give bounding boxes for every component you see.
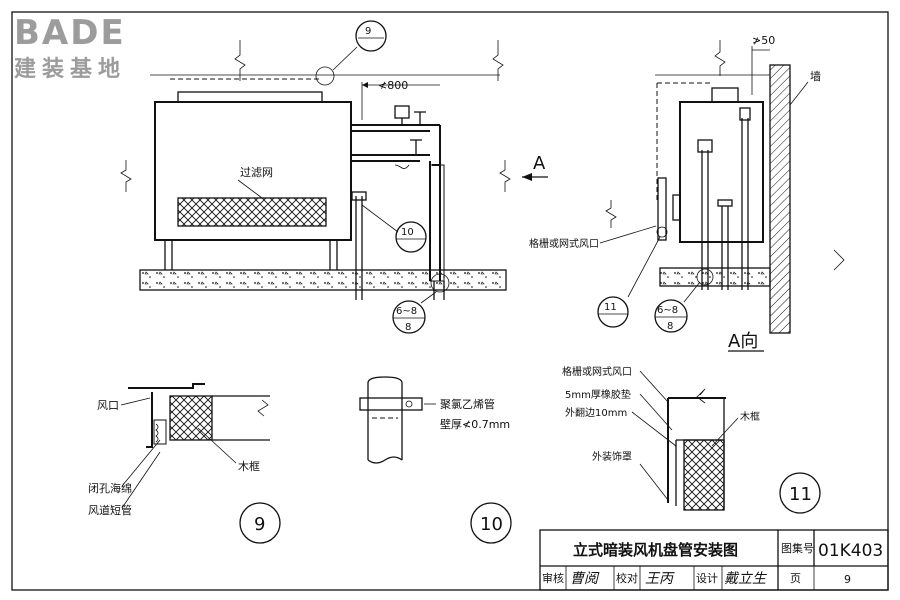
fan-coil-unit [154,101,352,241]
detail-10-circle [470,502,512,544]
wall-thickness-label: 壁厚≮0.7mm [440,417,510,431]
valve-handle-icon [414,111,426,124]
flange-label: 外翻边10mm [565,407,627,419]
pipe-clamp [359,397,423,411]
break-symbol-icon [605,200,617,228]
dim-50: ≯50 [752,34,775,47]
detail-9-number: 9 [254,514,265,535]
grille-label: 格栅或网式风口 [529,237,599,250]
filter-label: 过滤网 [240,166,273,179]
detail-10: 聚氯乙烯管 壁厚≮0.7mm 10 [359,376,512,544]
unit-top-collar [177,91,323,103]
callout-11: 11 [604,302,617,313]
floor-slab-side [659,267,771,287]
bade-logo: BADE 建装基地 [14,13,126,82]
callout-6-8-side-bottom: 8 [667,321,673,332]
valve-actuator [394,105,410,119]
title-block: 立式暗装风机盘管安装图 图集号 01K403 审核 曹阅 校对 王丙 设计 戴立… [539,529,889,591]
grille-label-11: 格栅或网式风口 [562,365,632,378]
drawing-frame [11,11,889,591]
side-view: 墙 ≯50 格栅或网式风口 11 6~8 [529,34,845,352]
rubber-pad-label: 5mm厚橡胶垫 [565,388,631,401]
callout-6-8-circle [392,300,426,334]
callout-9: 9 [365,26,371,37]
detail-11-circle [779,472,821,514]
review-signature: 曹阅 [570,571,600,587]
duct-label: 风道短管 [88,503,132,517]
detail-10-number: 10 [480,514,503,535]
break-symbol-icon [499,160,511,192]
filter-mesh [177,197,327,227]
logo-brand: BADE [14,13,126,53]
view-a-label: A向 [728,331,758,352]
break-symbol-icon [120,160,132,192]
wood-frame-label-9: 木框 [238,460,260,473]
callout-10-circle [395,221,427,253]
design-signature: 戴立生 [724,571,767,587]
drawing-title: 立式暗装风机盘管安装图 [573,541,738,559]
break-symbol-icon [714,40,726,76]
logo-chinese: 建装基地 [14,57,126,82]
callout-6-8-top: 6~8 [396,306,417,317]
callout-9-circle [355,20,387,52]
wood-frame-label-11: 木框 [740,410,760,423]
side-grille [657,177,667,241]
check-signature: 王丙 [645,571,675,587]
section-arrow-label: A [533,153,546,174]
break-symbol-icon [234,40,246,81]
dim-800: ≮800 [378,79,408,92]
detail-11: 格栅或网式风口 5mm厚橡胶垫 外翻边10mm 木框 外装饰罩 11 [562,365,821,514]
detail-9-circle [239,502,281,544]
wall-label: 墙 [810,69,821,83]
wood-frame-9 [169,395,213,441]
pvc-pipe-label: 聚氯乙烯管 [440,397,495,411]
atlas-label: 图集号 [781,541,814,555]
detail-9: 风口 木框 闭孔海绵 风道短管 9 [88,383,281,544]
valve-handle-icon [410,139,422,154]
design-label: 设计 [696,572,718,585]
page-number: 9 [844,573,851,586]
page-label: 页 [790,572,801,585]
atlas-code: 01K403 [818,541,883,561]
floor-slab [139,269,507,291]
foam-label: 闭孔海绵 [88,481,132,495]
review-label: 审核 [542,571,564,585]
air-outlet-label-9: 风口 [97,399,119,412]
callout-6-8-side-top: 6~8 [657,305,678,316]
cover-label: 外装饰罩 [592,450,632,463]
check-label: 校对 [616,571,638,585]
detail-11-number: 11 [789,484,812,505]
foam-strip [153,419,167,445]
callout-6-8-side-circle [654,299,688,333]
callout-11-circle [597,296,629,328]
front-view: 过滤网 ≮800 A [120,20,548,334]
break-symbol-icon [492,40,504,81]
wood-frame-11 [683,439,725,511]
wall [769,64,791,334]
callout-10: 10 [401,227,414,238]
callout-6-8-bottom: 8 [405,322,411,333]
